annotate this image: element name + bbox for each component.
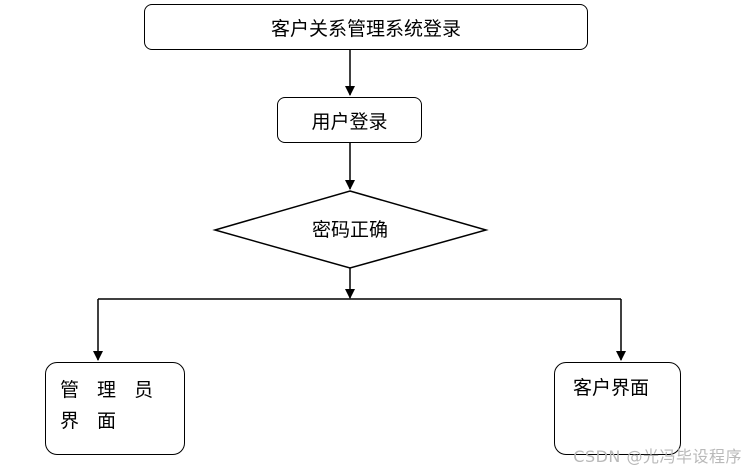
- node-admin-page-label: 管 理 员 界 面: [60, 379, 160, 432]
- node-customer-page-label: 客户界面: [573, 377, 650, 399]
- node-login-system-label: 客户关系管理系统登录: [270, 17, 461, 40]
- node-customer-page: 客户界面: [554, 362, 681, 455]
- node-login-system: 客户关系管理系统登录: [144, 4, 588, 50]
- node-user-login: 用户登录: [277, 97, 422, 143]
- node-user-login-label: 用户登录: [311, 110, 388, 133]
- password-check-label: 密码正确: [311, 218, 388, 241]
- node-admin-page: 管 理 员 界 面: [45, 362, 185, 455]
- csdn-watermark: CSDN @光冯毕设程序: [573, 447, 742, 466]
